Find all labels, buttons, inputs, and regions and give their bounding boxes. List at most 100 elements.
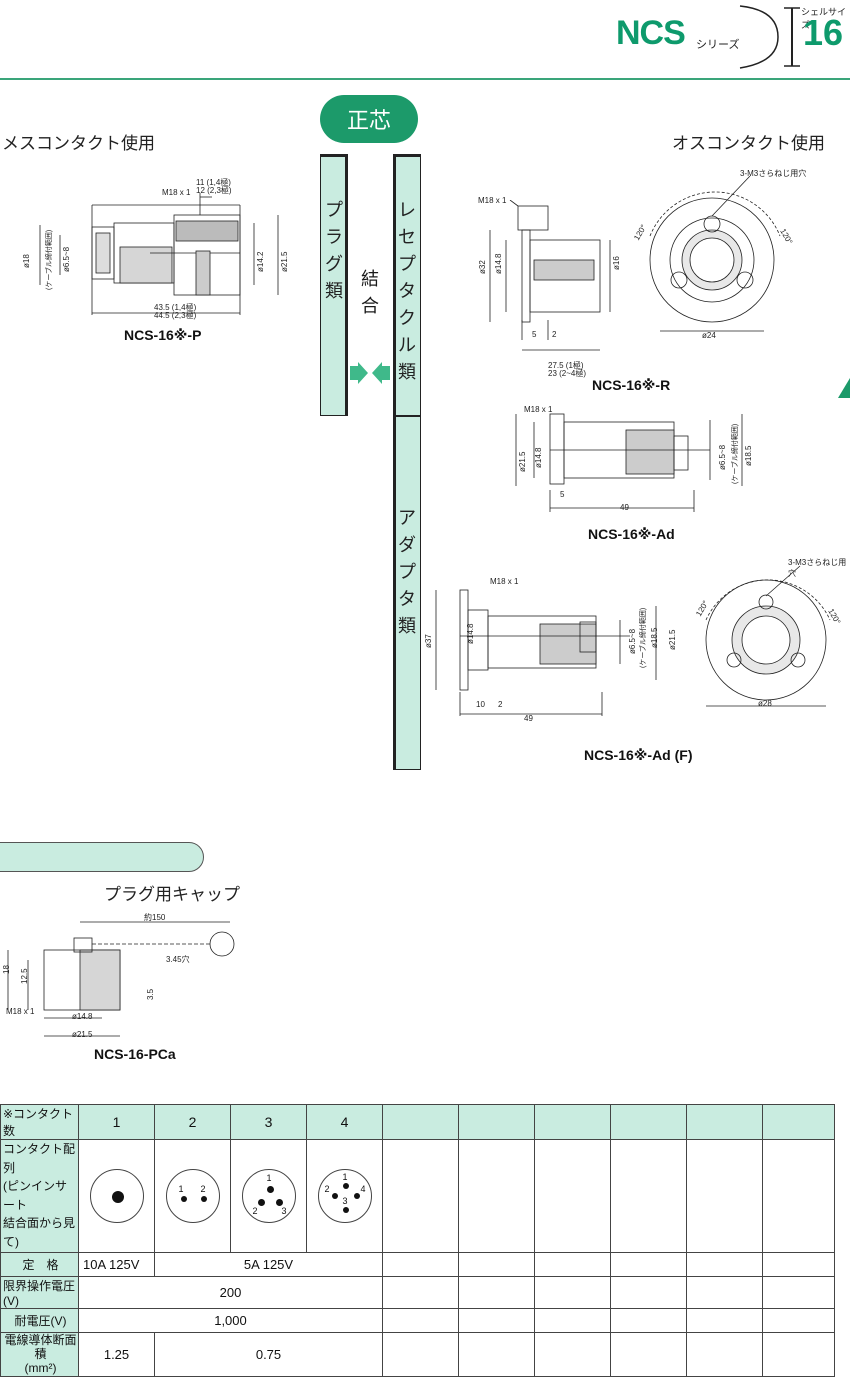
adf-dim-d37: ø37 xyxy=(424,634,433,648)
col-header: 3 xyxy=(230,1104,307,1140)
rating-label: 定 格 xyxy=(0,1251,79,1277)
plug-bar-top xyxy=(320,154,348,157)
receptacle-char: 類 xyxy=(398,362,416,382)
adapter-f-caption: NCS-16※-Ad (F) xyxy=(584,747,693,763)
join-label: 結 合 xyxy=(358,266,382,320)
empty-cell xyxy=(610,1331,687,1377)
receptacle-drawing xyxy=(489,200,611,351)
page-tab-marker-icon xyxy=(838,378,850,398)
empty-cell xyxy=(458,1139,535,1253)
pin-layout-1-icon xyxy=(89,1168,144,1223)
pin-dot xyxy=(266,1185,274,1193)
plug-dim-cable-range: (ケーブル締付範囲) xyxy=(46,229,53,290)
pin-dot xyxy=(257,1198,265,1206)
wire-1-contact: 1.25 xyxy=(78,1331,155,1377)
empty-cell xyxy=(382,1331,459,1377)
col-header xyxy=(458,1104,535,1140)
adf-dim-d21-5: ø21.5 xyxy=(668,629,677,650)
arrangement-label-line: コンタクト配列 xyxy=(3,1142,76,1175)
ad-dim-d21-5: ø21.5 xyxy=(518,451,527,472)
cap-dim-d21-5: ø21.5 xyxy=(72,1030,93,1039)
shell-size-number: 16 xyxy=(803,12,844,53)
adapter-f-flange-view xyxy=(705,565,831,707)
pin-layout-4-icon: 1 2 3 4 xyxy=(317,1168,372,1223)
ad-dim-d14-8: ø14.8 xyxy=(534,447,543,468)
pin-number: 4 xyxy=(360,1183,366,1194)
receptacle-char: タ xyxy=(398,281,416,301)
spec-table: ※コンタクト数 1 2 3 4 コンタクト配列 (ピンインサート 結合面から見て… xyxy=(0,1104,835,1377)
receptacle-category-bar: レ セ プ タ ク ル 類 xyxy=(393,154,421,416)
adapter-caption: NCS-16※-Ad xyxy=(588,526,675,542)
series-label: シリーズ xyxy=(696,39,740,51)
cap-dim-thread: M18 x 1 xyxy=(6,1007,35,1016)
wire-label: 電線導体断面積 (mm²) xyxy=(0,1331,79,1377)
adf-dim-49: 49 xyxy=(524,714,533,723)
adf-dim-cable-range: (ケーブル締付範囲) xyxy=(640,607,647,668)
voltage-limit-label: 限界操作電圧(V) xyxy=(0,1275,79,1309)
wire-multi-contact: 0.75 xyxy=(154,1331,383,1377)
rec-dim-d32: ø32 xyxy=(478,260,487,274)
empty-cell xyxy=(458,1251,535,1277)
rec-dim-m3-holes: 3-M3さらねじ用穴 xyxy=(740,169,807,178)
withstand-label: 耐電圧(V) xyxy=(0,1307,79,1333)
empty-cell xyxy=(382,1251,459,1277)
plug-dim-d21-5: ø21.5 xyxy=(280,251,289,272)
pin-dot xyxy=(200,1195,207,1202)
pin-dot xyxy=(342,1206,349,1213)
right-bar-edge xyxy=(393,154,396,770)
plug-bar-edge xyxy=(345,154,348,416)
table-row-withstand: 耐電圧(V) 1,000 xyxy=(0,1307,835,1333)
plug-dim-d18: ø18 xyxy=(22,254,31,268)
cap-dim-hole: 3.45穴 xyxy=(166,955,190,964)
empty-cell xyxy=(610,1139,687,1253)
col-header xyxy=(686,1104,763,1140)
plug-char: ラ xyxy=(325,227,343,247)
ad-dim-49: 49 xyxy=(620,503,629,512)
empty-cell xyxy=(534,1251,611,1277)
adf-dim-2: 2 xyxy=(498,700,503,709)
cap-dim-d14-8: ø14.8 xyxy=(72,1012,93,1021)
empty-cell xyxy=(762,1251,835,1277)
table-row-wire: 電線導体断面積 (mm²) 1.25 0.75 xyxy=(0,1331,835,1377)
adapter-char: 類 xyxy=(398,616,416,636)
empty-cell xyxy=(686,1331,763,1377)
pin-dot xyxy=(111,1190,124,1203)
empty-cell xyxy=(458,1331,535,1377)
ad-dim-d6-5: ø6.5~8 xyxy=(718,444,727,470)
plug-drawing xyxy=(39,193,279,315)
ad-dim-5: 5 xyxy=(560,490,565,499)
right-bar-top xyxy=(393,154,421,157)
empty-cell xyxy=(534,1275,611,1309)
adapter-char: ダ xyxy=(398,535,416,555)
empty-cell xyxy=(762,1139,835,1253)
cap-section-bar xyxy=(0,842,204,872)
col-header: 1 xyxy=(78,1104,155,1140)
rec-dim-27-5: 27.5 (1極) xyxy=(548,361,584,370)
col-header: 2 xyxy=(154,1104,231,1140)
table-header-row: ※コンタクト数 1 2 3 4 xyxy=(0,1104,835,1140)
pin-number: 3 xyxy=(281,1205,287,1216)
adapter-char: タ xyxy=(398,589,416,609)
adf-dim-d28: ø28 xyxy=(758,699,772,708)
empty-cell xyxy=(686,1251,763,1277)
adf-dim-d18-5: ø18.5 xyxy=(650,627,659,648)
pin-number: 1 xyxy=(342,1171,348,1182)
empty-cell xyxy=(534,1139,611,1253)
plug-dim-12: 12 (2,3極) xyxy=(196,186,232,195)
header-divider xyxy=(0,78,850,80)
adf-dim-m3-holes: 3-M3さらねじ用穴 xyxy=(788,558,847,578)
cap-dim-3-5: 3.5 xyxy=(146,988,155,1000)
receptacle-char: ル xyxy=(398,335,416,355)
rating-1-contact: 10A 125V xyxy=(78,1251,155,1277)
adapter-category-bar: ア ダ プ タ 類 xyxy=(393,416,421,770)
empty-cell xyxy=(458,1307,535,1333)
plug-dim-d6-5: ø6.5~8 xyxy=(62,246,71,272)
receptacle-char: ク xyxy=(398,308,416,328)
empty-cell xyxy=(610,1275,687,1309)
pin-layout-3-icon: 1 2 3 xyxy=(241,1168,296,1223)
plug-char: 類 xyxy=(325,281,343,301)
rec-dim-d14-8: ø14.8 xyxy=(494,253,503,274)
empty-cell xyxy=(762,1307,835,1333)
contact-count-label: ※コンタクト数 xyxy=(0,1104,79,1140)
female-contact-title: メスコンタクト使用 xyxy=(2,134,155,153)
